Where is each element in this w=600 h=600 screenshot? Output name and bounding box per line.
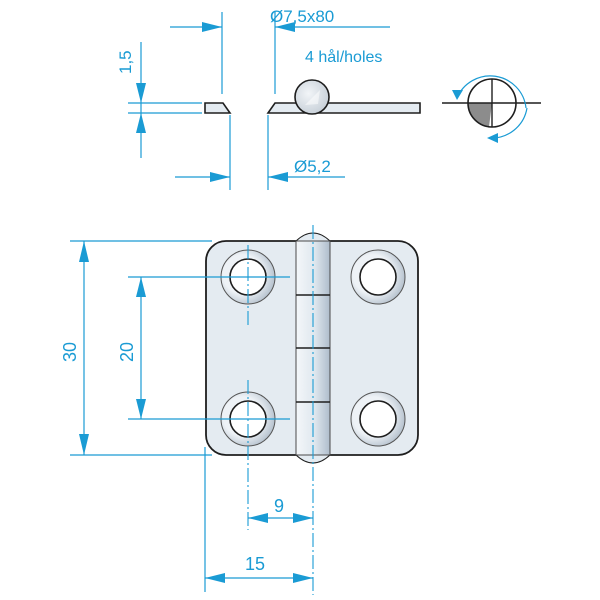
- holes-note-label: 4 hål/holes: [305, 48, 382, 66]
- hole-spacing-label: 20: [117, 342, 137, 362]
- leaf-width-label: 15: [245, 554, 265, 574]
- hole-diameter-label: Ø5,2: [294, 157, 331, 176]
- projection-shade: [467, 103, 492, 127]
- height-label: 30: [60, 342, 80, 362]
- projection-symbol: [442, 75, 541, 143]
- front-view: 30 20 9 15: [60, 225, 419, 595]
- side-plate-right: [266, 102, 421, 114]
- side-knuckle: [294, 79, 330, 115]
- pin-offset-label: 9: [274, 496, 284, 516]
- screw-spec-label: Ø7,5x80: [270, 7, 334, 26]
- side-knuckle-highlight: [305, 90, 320, 105]
- hole-top-right: [350, 249, 406, 305]
- side-plate-left: [204, 102, 232, 114]
- rotation-arrow-icon: [488, 107, 528, 139]
- side-view: Ø7,5x80 4 hål/holes 1,5 Ø5,2: [116, 7, 421, 190]
- rotation-arrow-icon: [456, 75, 527, 109]
- hole-bottom-right: [350, 391, 406, 447]
- thickness-label: 1,5: [116, 50, 135, 74]
